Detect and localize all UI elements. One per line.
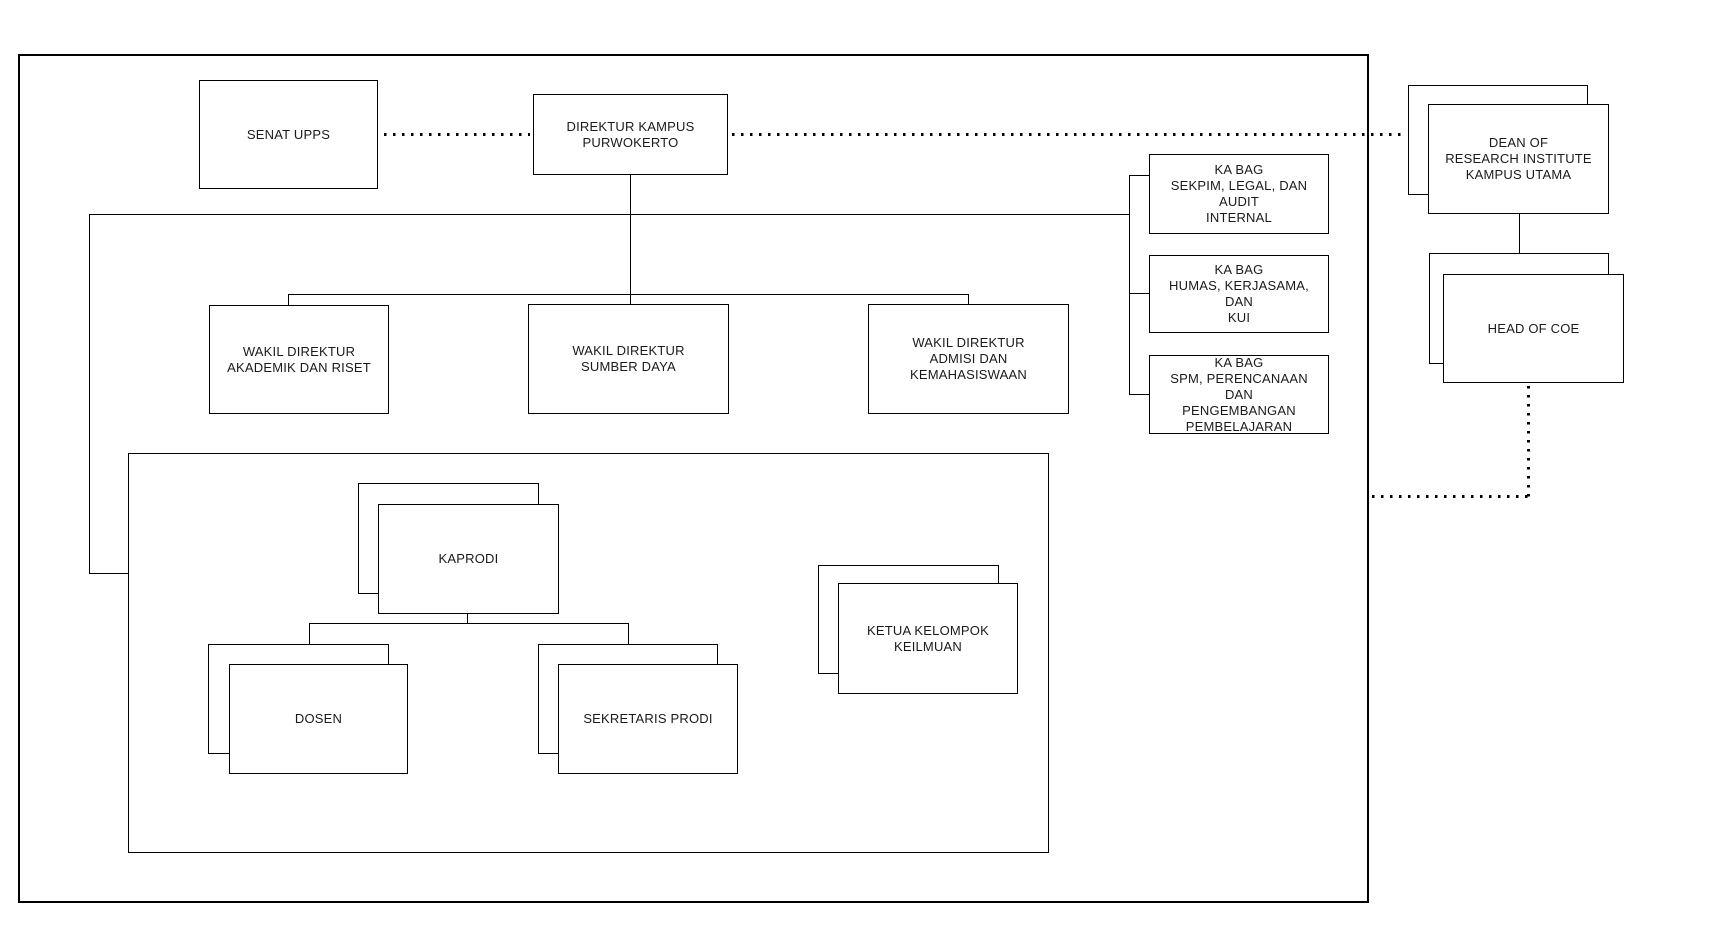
connector-dean-to-head bbox=[1519, 214, 1520, 253]
dotted-direktur-dean bbox=[732, 133, 1406, 136]
node-kaprodi: KAPRODI bbox=[378, 504, 559, 614]
node-ketua-kelompok: KETUA KELOMPOK KEILMUAN bbox=[838, 583, 1018, 694]
node-dosen-label: DOSEN bbox=[294, 711, 343, 726]
node-wakil-admisi-label: WAKIL DIREKTUR ADMISI DAN KEMAHASISWAAN bbox=[910, 335, 1027, 382]
connector-left-vertical bbox=[89, 214, 90, 574]
connector-left-to-kabag bbox=[89, 214, 1129, 215]
node-kabag-sekpim-label: KA BAG SEKPIM, LEGAL, DAN AUDIT INTERNAL bbox=[1170, 162, 1308, 225]
connector-direktur-drop bbox=[630, 175, 631, 304]
dotted-senat-direktur bbox=[384, 133, 530, 136]
connector-stub-kabag-sekpim bbox=[1129, 175, 1149, 176]
node-wakil-akademik: WAKIL DIREKTUR AKADEMIK DAN RISET bbox=[209, 305, 389, 414]
node-ketua-kelompok-label: KETUA KELOMPOK KEILMUAN bbox=[866, 622, 989, 654]
node-kaprodi-label: KAPRODI bbox=[438, 551, 499, 566]
connector-kabag-spine bbox=[1129, 175, 1130, 395]
node-head-of-coe: HEAD OF COE bbox=[1443, 274, 1624, 383]
connector-kaprodi-drop bbox=[467, 614, 468, 623]
connector-stub-sekretaris bbox=[628, 623, 629, 644]
campus-boundary-box bbox=[18, 54, 1369, 903]
node-wakil-admisi: WAKIL DIREKTUR ADMISI DAN KEMAHASISWAAN bbox=[868, 304, 1069, 414]
connector-kaprodi-branch bbox=[309, 623, 628, 624]
node-dosen: DOSEN bbox=[229, 664, 408, 774]
node-kabag-spm-label: KA BAG SPM, PERENCANAAN DAN PENGEMBANGAN… bbox=[1170, 354, 1308, 434]
node-wakil-sumber-daya: WAKIL DIREKTUR SUMBER DAYA bbox=[528, 304, 729, 414]
node-dean-research-label: DEAN OF RESEARCH INSTITUTE KAMPUS UTAMA bbox=[1445, 135, 1592, 182]
node-sekretaris-prodi-label: SEKRETARIS PRODI bbox=[583, 711, 713, 726]
node-wakil-akademik-label: WAKIL DIREKTUR AKADEMIK DAN RISET bbox=[227, 343, 371, 375]
node-dean-research: DEAN OF RESEARCH INSTITUTE KAMPUS UTAMA bbox=[1428, 104, 1609, 214]
node-kabag-humas: KA BAG HUMAS, KERJASAMA, DAN KUI bbox=[1149, 255, 1329, 333]
dotted-head-coe-horizontal bbox=[1372, 495, 1529, 498]
prodi-group-box bbox=[128, 453, 1049, 853]
node-kabag-humas-label: KA BAG HUMAS, KERJASAMA, DAN KUI bbox=[1169, 262, 1309, 325]
node-sekretaris-prodi: SEKRETARIS PRODI bbox=[558, 664, 738, 774]
node-senat-upps-label: SENAT UPPS bbox=[246, 126, 331, 142]
connector-stub-kabag-spm bbox=[1129, 394, 1149, 395]
connector-stub-kabag-humas bbox=[1129, 293, 1149, 294]
connector-stub-admisi bbox=[967, 294, 969, 304]
connector-stub-akademik bbox=[288, 294, 289, 305]
connector-into-prodi-group bbox=[89, 573, 128, 574]
node-kabag-spm: KA BAG SPM, PERENCANAAN DAN PENGEMBANGAN… bbox=[1149, 355, 1329, 434]
node-senat-upps: SENAT UPPS bbox=[199, 80, 378, 189]
node-head-of-coe-label: HEAD OF COE bbox=[1487, 320, 1580, 336]
connector-wakil-branch bbox=[288, 294, 969, 295]
node-direktur-kampus: DIREKTUR KAMPUS PURWOKERTO bbox=[533, 94, 728, 175]
connector-stub-dosen bbox=[309, 623, 310, 644]
dotted-head-coe-vertical bbox=[1527, 386, 1530, 497]
node-direktur-kampus-label: DIREKTUR KAMPUS PURWOKERTO bbox=[566, 118, 695, 150]
node-wakil-sumber-daya-label: WAKIL DIREKTUR SUMBER DAYA bbox=[572, 343, 685, 374]
node-kabag-sekpim: KA BAG SEKPIM, LEGAL, DAN AUDIT INTERNAL bbox=[1149, 154, 1329, 234]
